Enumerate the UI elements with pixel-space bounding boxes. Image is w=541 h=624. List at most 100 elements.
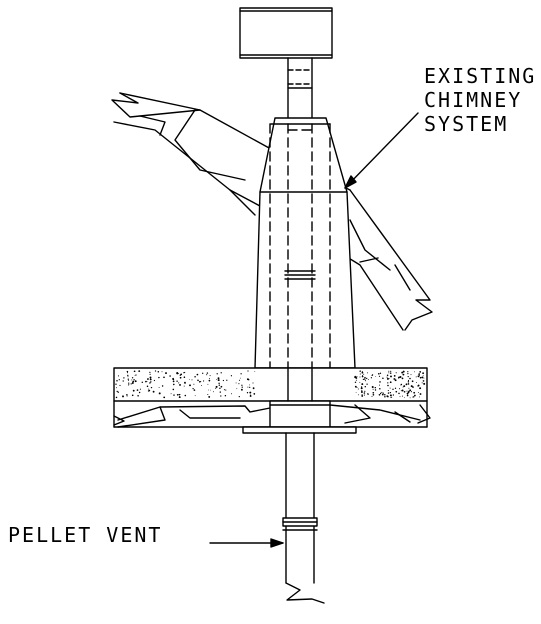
slab-speckle-dot <box>379 381 381 383</box>
slab-speckle-dot <box>404 397 405 398</box>
slab-speckle-dot <box>219 387 221 390</box>
slab-speckle-dot <box>178 372 180 374</box>
slab-speckle-dot <box>130 383 132 385</box>
slab-speckle-dot <box>220 372 222 374</box>
slab-speckle-dot <box>141 381 144 384</box>
slab-speckle-dot <box>355 377 358 379</box>
pellet-vent-label: PELLET VENT <box>8 523 163 547</box>
slab-speckle-dot <box>209 375 211 377</box>
slab-speckle-dot <box>138 391 141 394</box>
slab-speckle-dot <box>372 393 375 396</box>
slab-speckle-dot <box>387 382 389 384</box>
slab-speckle-dot <box>378 393 381 396</box>
slab-speckle-dot <box>401 371 404 374</box>
slab-speckle-dot <box>231 393 232 395</box>
slab-speckle-dot <box>241 384 243 386</box>
slab-speckle-dot <box>131 394 134 397</box>
slab-speckle-dot <box>115 396 118 399</box>
slab-speckle-dot <box>194 395 196 397</box>
slab-speckle-dot <box>361 394 364 397</box>
slab-speckle-dot <box>408 387 410 389</box>
slab-speckle-dot <box>364 390 366 392</box>
slab-speckle-dot <box>240 373 242 375</box>
slab-speckle-dot <box>148 388 150 390</box>
trim-plate <box>242 426 357 434</box>
slab-speckle-dot <box>387 396 389 398</box>
slab-speckle-dot <box>361 375 364 378</box>
slab-speckle-dot <box>399 388 401 390</box>
slab-speckle-dot <box>246 392 249 394</box>
slab-speckle-dot <box>379 392 382 395</box>
slab-speckle-dot <box>357 388 359 390</box>
slab-speckle-dot <box>405 383 408 386</box>
slab-speckle-dot <box>394 387 397 389</box>
slab-speckle-dot <box>179 383 181 386</box>
pellet-vent-pipe <box>282 432 325 604</box>
slab-speckle-dot <box>399 376 402 378</box>
slab-speckle-dot <box>394 378 396 380</box>
slab-speckle-dot <box>372 391 375 394</box>
slab-speckle-dot <box>153 379 155 382</box>
slab-speckle-dot <box>115 383 117 385</box>
slab-speckle-dot <box>179 376 182 379</box>
slab-speckle-dot <box>361 370 363 372</box>
slab-speckle-dot <box>127 378 129 380</box>
slab-speckle-dot <box>407 379 410 382</box>
slab-speckle-dot <box>133 379 135 381</box>
slab-speckle-dot <box>367 379 369 380</box>
slab-speckle-dot <box>355 379 357 381</box>
slab-speckle-dot <box>200 385 202 387</box>
slab-speckle-dot <box>188 379 190 380</box>
slab-speckle-dot <box>158 376 160 379</box>
slab-speckle-dot <box>364 380 366 382</box>
slab-speckle-dot <box>176 380 178 382</box>
slab-speckle-dot <box>172 378 175 381</box>
slab-speckle-dot <box>236 388 238 390</box>
slab-speckle-dot <box>388 372 390 374</box>
slab-speckle-dot <box>200 380 202 382</box>
slab-speckle-dot <box>392 394 395 396</box>
slab-speckle-dot <box>137 395 139 397</box>
slab-speckle-dot <box>189 384 191 387</box>
slab-speckle-dot <box>210 389 212 391</box>
slab-speckle-dot <box>402 386 404 388</box>
slab-speckle-dot <box>379 388 381 390</box>
slab-speckle-dot <box>360 387 363 390</box>
slab-speckle-dot <box>422 375 424 377</box>
slab-speckle-dot <box>126 372 129 374</box>
slab-speckle-dot <box>169 375 171 377</box>
slab-speckle-dot <box>398 392 400 395</box>
slab-speckle-dot <box>179 374 181 376</box>
slab-speckle-dot <box>386 374 389 376</box>
slab-speckle-dot <box>138 370 141 372</box>
slab-speckle-dot <box>220 395 222 397</box>
slab-speckle-dot <box>126 395 128 397</box>
slab-speckle-dot <box>361 386 363 388</box>
slab-speckle-dot <box>409 397 411 399</box>
slab-speckle-dot <box>148 389 151 392</box>
leader-pellet-vent <box>209 538 284 548</box>
slab-speckle-dot <box>134 380 137 383</box>
slab-speckle-dot <box>208 378 210 380</box>
slab-speckle-dot <box>134 375 136 376</box>
slab-speckle-dot <box>414 394 416 397</box>
slab-speckle-dot <box>410 374 412 376</box>
slab-speckle-dot <box>364 378 366 380</box>
slab-speckle-dot <box>247 386 249 388</box>
slab-speckle-dot <box>116 387 117 389</box>
slab-speckle-dot <box>367 393 369 395</box>
slab-speckle-dot <box>401 395 403 397</box>
slab-speckle-dot <box>208 379 211 382</box>
slab-speckle-dot <box>193 383 195 385</box>
slab-speckle-dot <box>116 390 118 393</box>
slab-speckle-dot <box>238 395 240 398</box>
slab-speckle-dot <box>366 377 368 380</box>
slab-speckle-dot <box>363 394 365 396</box>
liner-coupling <box>284 270 316 280</box>
slab-speckle-dot <box>392 388 394 391</box>
slab-speckle-dot <box>170 393 172 395</box>
slab-speckle-dot <box>226 379 228 381</box>
slab-speckle-dot <box>375 376 377 377</box>
slab-speckle-dot <box>123 377 125 379</box>
slab-speckle-dot <box>194 376 196 378</box>
